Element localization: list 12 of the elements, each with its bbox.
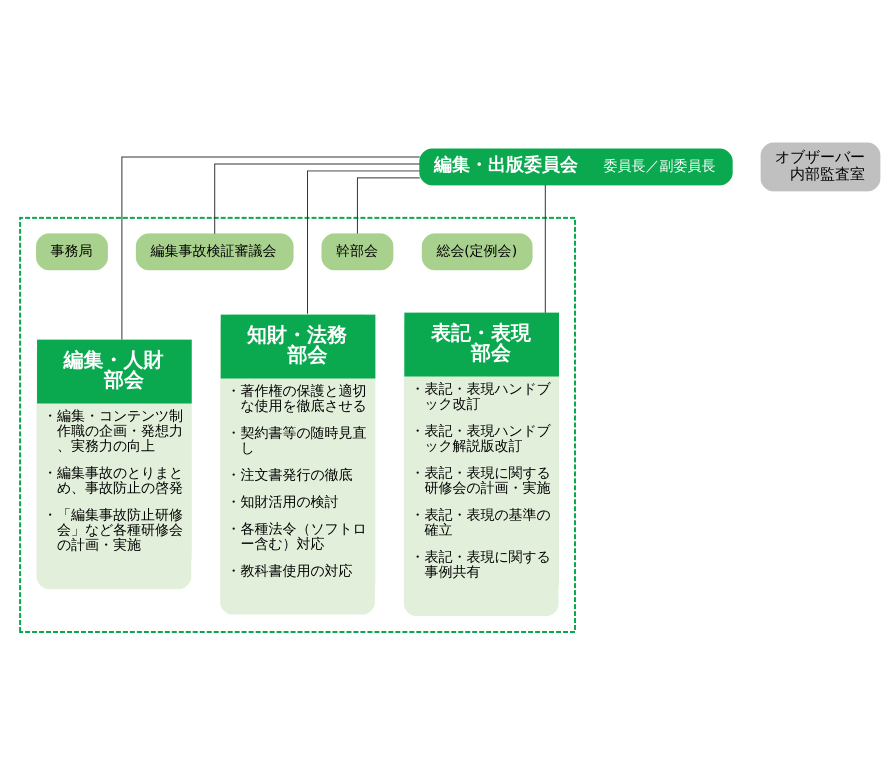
connector — [307, 170, 420, 314]
connector — [121, 156, 420, 340]
node-box: 編集事故検証審議会 — [136, 232, 294, 270]
node-box: 総会(定例会) — [422, 232, 533, 270]
node-box: 編集・出版委員会 委員長／副委員長 — [419, 148, 733, 185]
cluster — [19, 216, 576, 633]
node-box: 事務局 — [36, 232, 108, 270]
connector — [214, 162, 420, 234]
node-box: 幹部会 — [322, 232, 394, 270]
connector — [544, 184, 546, 313]
node-box: オブザーバー内部監査室 — [760, 142, 880, 191]
connector — [356, 176, 420, 234]
